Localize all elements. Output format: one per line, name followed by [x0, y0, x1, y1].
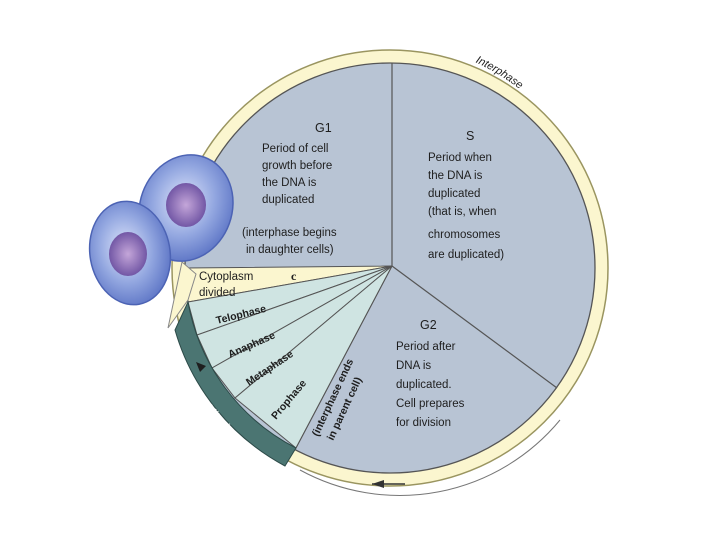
g1-title: G1 [315, 121, 332, 135]
g1-note-2: in daughter cells) [246, 244, 334, 256]
g2-label-group: G2 Period after DNA is duplicated. Cell … [396, 318, 465, 429]
g2-line-3: duplicated. [396, 379, 452, 391]
s-label-group: S Period when the DNA is duplicated (tha… [428, 129, 504, 261]
interphase-ring-arrow-line [299, 419, 561, 496]
g2-line-4: Cell prepares [396, 398, 465, 410]
g1-line-3: the DNA is [262, 177, 317, 189]
g1-line-4: duplicated [262, 194, 314, 206]
s-title: S [466, 129, 474, 143]
s-line-1: Period when [428, 152, 492, 164]
s-line-3: duplicated [428, 188, 480, 200]
c-label: c [291, 269, 297, 283]
mitosis-arrow-icon [196, 362, 206, 372]
g1-note-1: (interphase begins [242, 227, 337, 239]
g2-line-1: Period after [396, 341, 456, 353]
cytokinesis-label-group: Cytoplasm divided c [199, 269, 297, 299]
s-line-5: chromosomes [428, 229, 500, 241]
g2-line-5: for division [396, 417, 451, 429]
s-line-2: the DNA is [428, 170, 483, 182]
g1-label-group: G1 Period of cell growth before the DNA … [242, 121, 337, 256]
s-line-4: (that is, when [428, 206, 496, 218]
g1-line-2: growth before [262, 160, 332, 172]
cytokinesis-line-2: divided [199, 287, 235, 299]
cytokinesis-line-1: Cytoplasm [199, 271, 253, 283]
daughter-cells-arrow [167, 261, 197, 329]
g2-title: G2 [420, 318, 437, 332]
daughter-cells [88, 154, 234, 306]
mitosis-band [174, 300, 297, 467]
s-line-6: are duplicated) [428, 249, 504, 261]
g1-line-1: Period of cell [262, 143, 328, 155]
g2-line-2: DNA is [396, 360, 431, 372]
